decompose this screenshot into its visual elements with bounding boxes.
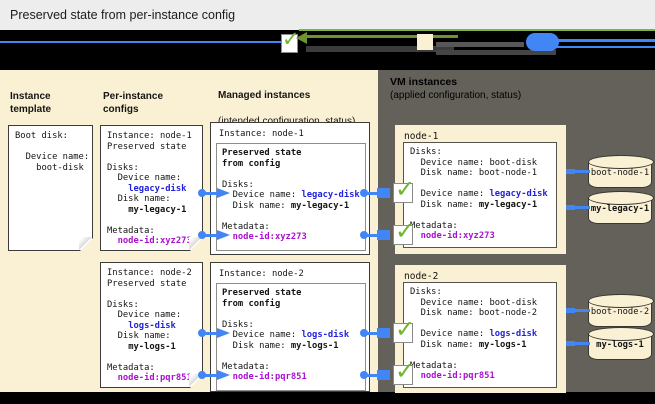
check-icon [393, 315, 415, 343]
disk-cylinder-boot-node-2: boot-node-2 [587, 294, 654, 327]
disk-cylinder-my-logs-1: my-logs-1 [587, 327, 654, 360]
column-header-instance-template: Instance template [10, 91, 52, 115]
callout-arrow-icon [296, 32, 307, 44]
legend-band [0, 27, 655, 70]
column-header-vm-instances: VM instances (applied configuration, sta… [390, 76, 522, 101]
vm-card-node-1: node-1 Disks: Device name: boot-disk Dis… [395, 125, 566, 254]
instance-template-card: Boot disk: Device name: boot-disk [8, 125, 93, 251]
legend-text-bar [436, 50, 556, 55]
disk-link-line [556, 46, 655, 48]
disk-cylinder-my-legacy-1: my-legacy-1 [587, 191, 654, 224]
check-icon [393, 217, 415, 245]
reference-line-icon [0, 41, 281, 43]
config-box-icon [417, 34, 433, 50]
legend-text-bar [436, 42, 524, 47]
managed-instance-title: Instance: node-1 [219, 129, 304, 139]
check-icon [393, 357, 415, 385]
vm-card-node-2: node-2 Disks: Device name: boot-disk Dis… [395, 265, 566, 393]
disk-link-line [556, 39, 655, 42]
callout-arrow-shaft [305, 35, 458, 38]
disk-cylinder-boot-node-1: boot-node-1 [587, 155, 654, 188]
vm-title: node-1 [404, 131, 439, 142]
vm-title: node-2 [404, 271, 439, 282]
vm-config-box: Disks: Device name: boot-disk Disk name:… [403, 142, 557, 248]
column-header-per-instance-configs: Per-instance configs [103, 91, 164, 115]
managed-instance-title: Instance: node-2 [219, 269, 304, 279]
page-title: Preserved state from per-instance config [10, 8, 236, 22]
bottom-bar [0, 392, 655, 404]
title-bar: Preserved state from per-instance config [0, 0, 655, 30]
callout-line-icon [299, 29, 655, 31]
check-icon [393, 175, 415, 203]
disk-oval-icon [526, 33, 559, 51]
vm-config-box: Disks: Device name: boot-disk Disk name:… [403, 282, 557, 388]
legend-text-bar [306, 46, 454, 52]
